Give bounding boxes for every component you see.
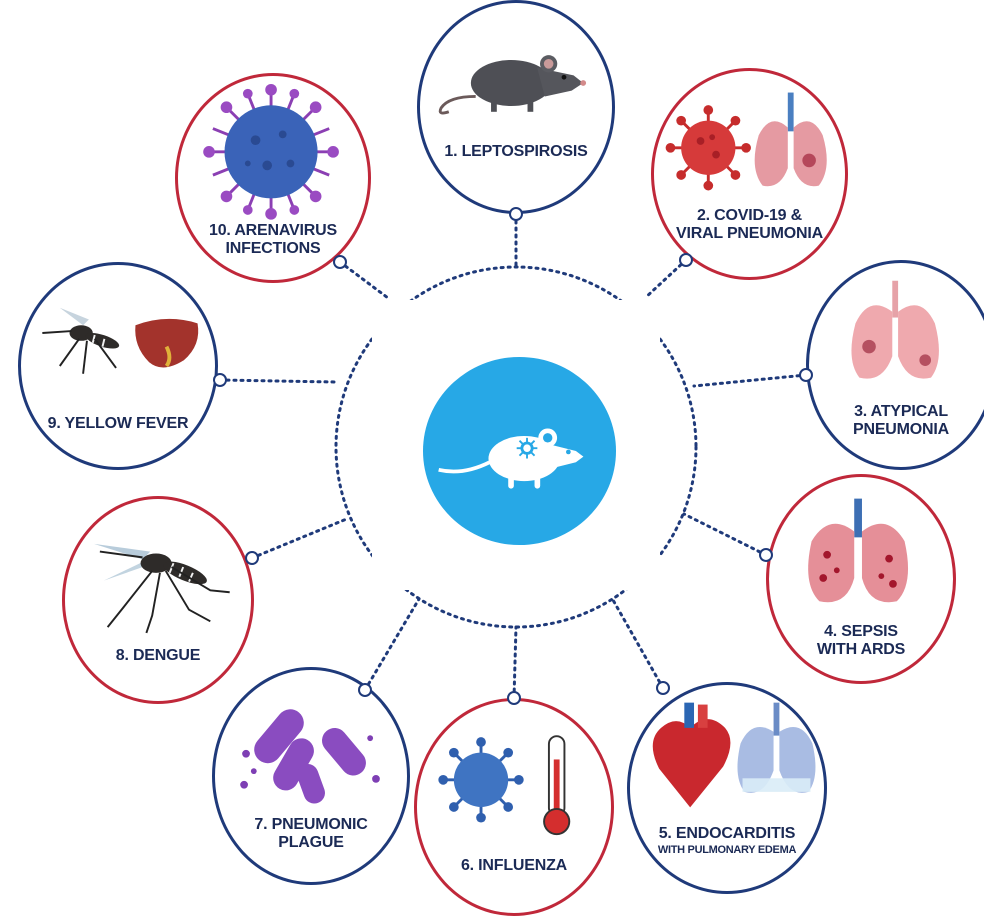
center-hub xyxy=(423,357,616,545)
label-line: 6. INFLUENZA xyxy=(433,857,596,875)
label-line: 9. YELLOW FEVER xyxy=(37,415,200,433)
disease-label-endocarditis: 5. ENDOCARDITIS WITH PULMONARY EDEMA xyxy=(646,825,809,857)
mosquito-icon xyxy=(65,499,251,701)
label-line: 5. ENDOCARDITIS xyxy=(646,825,809,843)
disease-label-arenavirus: 10. ARENAVIRUS INFECTIONS xyxy=(193,222,353,258)
connector-dot xyxy=(799,368,813,382)
label-line: WITH PULMONARY EDEMA xyxy=(646,843,809,857)
label-line: WITH ARDS xyxy=(784,641,939,659)
label-line: INFECTIONS xyxy=(193,240,353,258)
label-line: 7. PNEUMONIC xyxy=(230,816,391,834)
disease-label-covid19: 2. COVID-19 & VIRAL PNEUMONIA xyxy=(669,207,829,243)
disease-label-dengue: 8. DENGUE xyxy=(80,647,236,665)
connector-dot xyxy=(245,551,259,565)
label-line: 1. LEPTOSPIROSIS xyxy=(435,143,596,161)
connector-dot xyxy=(679,253,693,267)
disease-node-covid19: 2. COVID-19 & VIRAL PNEUMONIA xyxy=(651,68,848,280)
disease-node-sepsis-ards: 4. SEPSIS WITH ARDS xyxy=(766,474,956,684)
label-line: PNEUMONIA xyxy=(824,421,979,439)
disease-label-atypical-pneumonia: 3. ATYPICAL PNEUMONIA xyxy=(824,403,979,439)
disease-label-sepsis-ards: 4. SEPSIS WITH ARDS xyxy=(784,623,939,659)
connector-dot xyxy=(333,255,347,269)
mosquito-and-liver-icon xyxy=(21,265,215,467)
disease-node-arenavirus: 10. ARENAVIRUS INFECTIONS xyxy=(175,73,371,283)
disease-label-pneumonic-plague: 7. PNEUMONIC PLAGUE xyxy=(230,816,391,852)
label-line: 8. DENGUE xyxy=(80,647,236,665)
disease-node-atypical-pneumonia: 3. ATYPICAL PNEUMONIA xyxy=(806,260,984,470)
connector-dot xyxy=(509,207,523,221)
connector-dot xyxy=(213,373,227,387)
disease-label-influenza: 6. INFLUENZA xyxy=(433,857,596,875)
label-line: 3. ATYPICAL xyxy=(824,403,979,421)
label-line: PLAGUE xyxy=(230,834,391,852)
disease-node-influenza: 6. INFLUENZA xyxy=(414,698,614,916)
disease-node-yellow-fever: 9. YELLOW FEVER xyxy=(18,262,218,470)
connector-dot xyxy=(358,683,372,697)
coronavirus-and-lungs-icon xyxy=(654,71,845,277)
disease-node-leptospirosis: 1. LEPTOSPIROSIS xyxy=(417,0,615,214)
connector-dot xyxy=(507,691,521,705)
label-line: 10. ARENAVIRUS xyxy=(193,222,353,240)
label-line: VIRAL PNEUMONIA xyxy=(669,225,829,243)
heart-and-lungs-icon xyxy=(630,685,824,891)
connector-dot xyxy=(759,548,773,562)
disease-label-leptospirosis: 1. LEPTOSPIROSIS xyxy=(435,143,596,161)
virus-and-thermometer-icon xyxy=(417,701,611,913)
rat-icon xyxy=(420,3,612,211)
label-line: 4. SEPSIS xyxy=(784,623,939,641)
connector-dot xyxy=(656,681,670,695)
disease-label-yellow-fever: 9. YELLOW FEVER xyxy=(37,415,200,433)
disease-node-dengue: 8. DENGUE xyxy=(62,496,254,704)
label-line: 2. COVID-19 & xyxy=(669,207,829,225)
disease-node-endocarditis: 5. ENDOCARDITIS WITH PULMONARY EDEMA xyxy=(627,682,827,894)
rat-with-virus-icon xyxy=(423,357,616,545)
